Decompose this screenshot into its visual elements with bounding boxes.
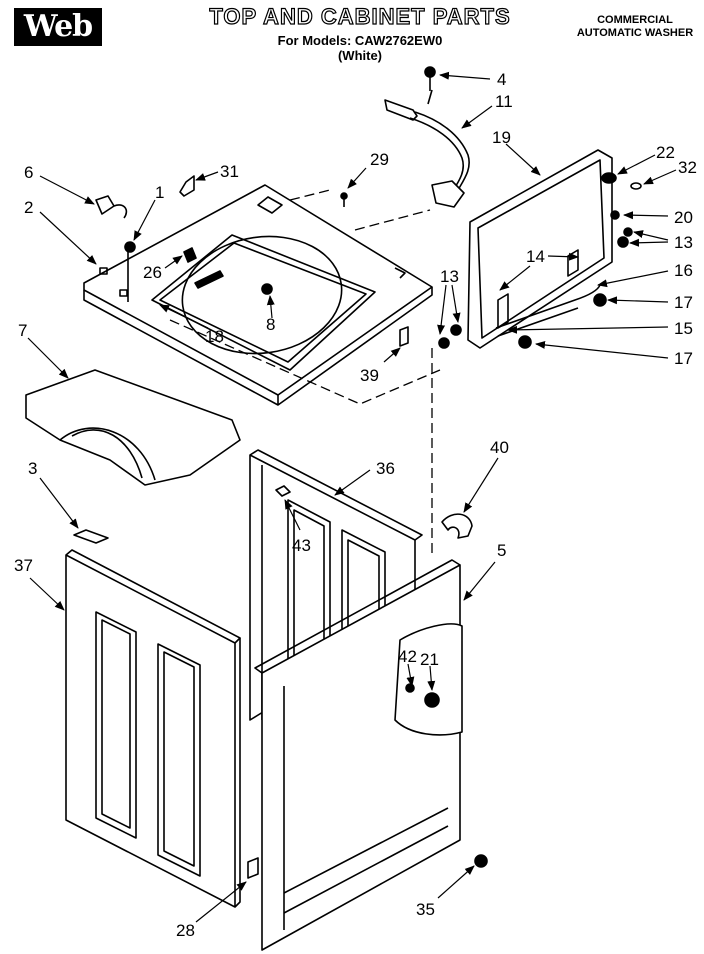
callout-40: 40 [490, 438, 509, 457]
callout-28: 28 [176, 921, 195, 940]
callout-11: 11 [495, 92, 513, 111]
callout-22: 22 [656, 143, 675, 162]
callout-32: 32 [678, 158, 697, 177]
hinge-clip [441, 513, 473, 539]
callout-29: 29 [370, 150, 389, 169]
model-subtitle: For Models: CAW2762EW0 (White) [250, 33, 470, 63]
washer-top-panel [83, 184, 433, 406]
callout-43: 43 [292, 536, 311, 555]
model-line: For Models: CAW2762EW0 [277, 33, 443, 48]
callout-16: 16 [674, 261, 693, 280]
product-category: COMMERCIAL AUTOMATIC WASHER [560, 14, 704, 40]
callout-21: 21 [420, 650, 439, 669]
callout-37: 37 [14, 556, 33, 575]
color-line: (White) [337, 48, 383, 63]
callout-15: 15 [674, 319, 693, 338]
callout-8: 8 [266, 315, 275, 334]
brand-logo: Web [14, 8, 102, 46]
front-cabinet [254, 559, 488, 951]
callout-17b: 17 [674, 349, 693, 368]
leader-lines [27, 71, 677, 923]
callout-26: 26 [143, 263, 162, 282]
small-hardware [95, 66, 436, 347]
category-line-1: COMMERCIAL [597, 14, 673, 26]
callout-labels: 4 11 29 31 6 1 2 26 8 18 19 22 32 20 13 … [14, 70, 697, 940]
callout-18: 18 [205, 327, 224, 346]
callout-1: 1 [155, 183, 164, 202]
callout-19: 19 [492, 128, 511, 147]
callout-3: 3 [28, 459, 37, 478]
category-line-2: AUTOMATIC WASHER [576, 27, 694, 39]
callout-7: 7 [18, 321, 27, 340]
clip-part [73, 529, 109, 544]
callout-42: 42 [398, 647, 417, 666]
callout-31: 31 [220, 162, 239, 181]
callout-14: 14 [526, 247, 545, 266]
callout-39: 39 [360, 366, 379, 385]
callout-5: 5 [497, 541, 506, 560]
callout-4: 4 [497, 70, 506, 89]
callout-35: 35 [416, 900, 435, 919]
assembly-guide-lines [169, 189, 441, 555]
callout-13b: 13 [440, 267, 459, 286]
callout-6: 6 [24, 163, 33, 182]
left-side-panel [65, 549, 259, 908]
page-title: TOP AND CABINET PARTS [209, 3, 511, 29]
callout-13a: 13 [674, 233, 693, 252]
callout-20: 20 [674, 208, 693, 227]
console-bracket [438, 149, 642, 349]
callout-36: 36 [376, 459, 395, 478]
callout-2: 2 [24, 198, 33, 217]
base-bracket [25, 369, 241, 486]
fill-hose-assembly [384, 89, 470, 208]
callout-17a: 17 [674, 293, 693, 312]
